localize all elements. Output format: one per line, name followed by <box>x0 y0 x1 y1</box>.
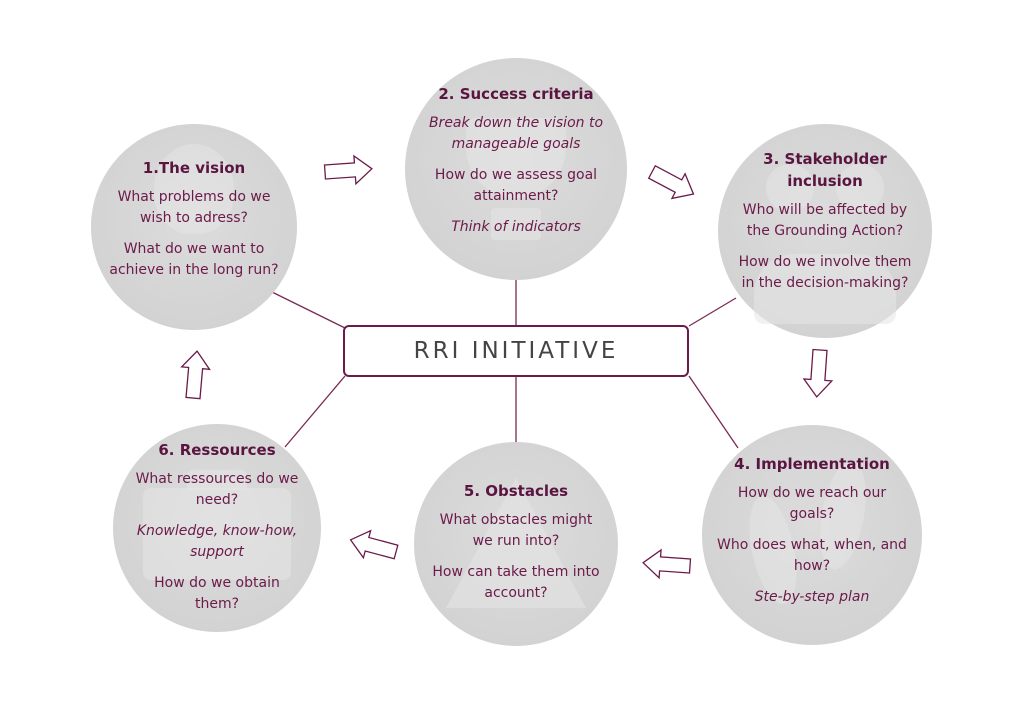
connector-ressources <box>284 375 346 448</box>
node-line: How do we obtain them? <box>154 575 280 612</box>
trophy-icon <box>466 118 566 198</box>
trophy-base-icon <box>491 208 541 240</box>
node-success-criteria-text: 2. Success criteria Break down the visio… <box>416 83 616 248</box>
node-line: What do we want to achieve in the long r… <box>109 241 279 278</box>
flow-arrow-vision-to-criteria <box>323 154 373 186</box>
people-body-icon <box>754 254 896 324</box>
node-obstacles <box>414 442 618 646</box>
node-vision <box>91 124 297 330</box>
node-title: 5. Obstacles <box>463 482 569 500</box>
node-line: How do we involve them in the decision-m… <box>738 254 912 291</box>
node-vision-text: 1.The vision What problems do we wish to… <box>108 157 280 291</box>
node-line: Who does what, when, and how? <box>717 537 907 574</box>
connector-stakeholder <box>688 297 737 327</box>
flow-arrow-obstacles-to-ressources <box>349 529 399 560</box>
people-icon <box>836 164 884 212</box>
node-title: 4. Implementation <box>734 455 890 473</box>
node-line: Knowledge, know-how, support <box>136 523 298 560</box>
node-implementation <box>702 425 922 645</box>
node-line: What ressources do we need? <box>135 471 299 508</box>
connector-vision <box>271 291 346 329</box>
node-obstacles-text: 5. Obstacles What obstacles might we run… <box>430 480 602 614</box>
node-line: Who will be affected by the Grounding Ac… <box>742 202 908 239</box>
flow-arrow-ressources-to-vision <box>180 350 211 400</box>
node-success-criteria <box>405 58 627 280</box>
node-line: Ste-by-step plan <box>754 589 870 605</box>
node-implementation-text: 4. Implementation How do we reach our go… <box>716 453 908 618</box>
node-ressources-text: 6. Ressources What ressources do we need… <box>130 439 304 625</box>
connector-implementation <box>688 375 739 449</box>
node-line: What problems do we wish to adress? <box>117 189 271 226</box>
toolbox-handle-icon <box>187 470 247 490</box>
node-title: 1.The vision <box>142 159 246 177</box>
node-stakeholder-inclusion-text: 3. Stakeholder inclusion Who will be aff… <box>732 148 918 304</box>
node-line: How do we assess goal attainment? <box>434 167 598 204</box>
node-title: 3. Stakeholder inclusion <box>763 150 887 190</box>
node-title: 6. Ressources <box>158 441 276 459</box>
flow-arrow-criteria-to-stakeholder <box>647 164 695 200</box>
center-box: RRI INITIATIVE <box>343 325 689 377</box>
flow-arrow-stakeholder-to-implementation <box>802 348 834 398</box>
node-line: Break down the vision to manageable goal… <box>428 115 604 152</box>
node-line: How can take them into account? <box>432 564 600 601</box>
center-label: RRI INITIATIVE <box>413 338 619 364</box>
node-ressources <box>113 424 321 632</box>
toolbox-icon <box>143 488 291 580</box>
node-line: What obstacles might we run into? <box>439 512 593 549</box>
flow-arrow-implementation-to-obstacles <box>642 548 692 580</box>
lightbulb-icon <box>154 144 234 234</box>
people-icon <box>766 164 814 212</box>
node-stakeholder-inclusion <box>718 124 932 338</box>
node-title: 2. Success criteria <box>438 85 594 103</box>
node-line: How do we reach our goals? <box>737 485 887 522</box>
node-line: Think of indicators <box>451 219 581 235</box>
